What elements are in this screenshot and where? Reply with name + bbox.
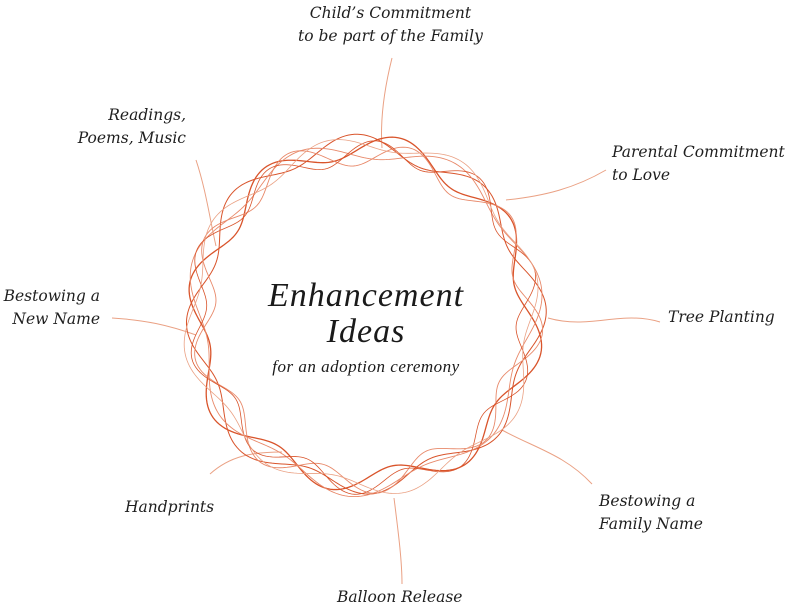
idea-line: to Love	[612, 166, 671, 184]
connector-strand	[393, 497, 403, 585]
idea-line: Bestowing a	[599, 492, 696, 510]
connector-lines	[111, 57, 661, 585]
idea-line: Child’s Commitment	[309, 4, 472, 22]
idea-line: to be part of the Family	[298, 27, 483, 45]
idea-bestowing-new-name: Bestowing a New Name	[2, 285, 100, 331]
idea-childs-commitment: Child’s Commitment to be part of the Fam…	[298, 2, 483, 48]
ring-strand	[190, 140, 536, 495]
center-title-line-1: Enhancement	[267, 277, 465, 314]
ring-strand	[183, 139, 539, 494]
idea-line: Parental Commitment	[612, 143, 785, 161]
center-subtitle: for an adoption ceremony	[272, 357, 460, 376]
idea-line: Balloon Release	[337, 588, 463, 606]
connector-strand	[501, 429, 593, 485]
idea-readings-poems-music: Readings, Poems, Music	[76, 104, 186, 150]
connector-strand	[195, 159, 217, 247]
idea-line: New Name	[12, 310, 100, 328]
idea-tree-planting: Tree Planting	[668, 306, 775, 329]
connector-strand	[381, 57, 393, 149]
idea-bestowing-family-name: Bestowing a Family Name	[599, 490, 703, 536]
center-title-line-2: Ideas	[326, 313, 406, 350]
idea-balloon-release: Balloon Release	[337, 586, 462, 609]
idea-line: Family Name	[599, 515, 703, 533]
idea-parental-commitment: Parental Commitment to Love	[612, 141, 785, 187]
idea-line: Tree Planting	[668, 308, 775, 326]
idea-line: Bestowing a	[3, 287, 100, 305]
ring-strand	[188, 136, 543, 491]
idea-line: Readings,	[108, 106, 186, 124]
connector-strand	[209, 451, 283, 475]
ring-strand	[185, 133, 547, 495]
ring-strand	[194, 146, 544, 494]
wavy-ring	[183, 133, 547, 498]
idea-line: Poems, Music	[77, 129, 186, 147]
idea-handprints: Handprints	[125, 496, 214, 519]
connector-strand	[547, 317, 661, 323]
connector-strand	[505, 169, 607, 201]
idea-line: Handprints	[125, 498, 215, 516]
ring-strand	[189, 147, 543, 498]
connector-strand	[111, 317, 197, 336]
